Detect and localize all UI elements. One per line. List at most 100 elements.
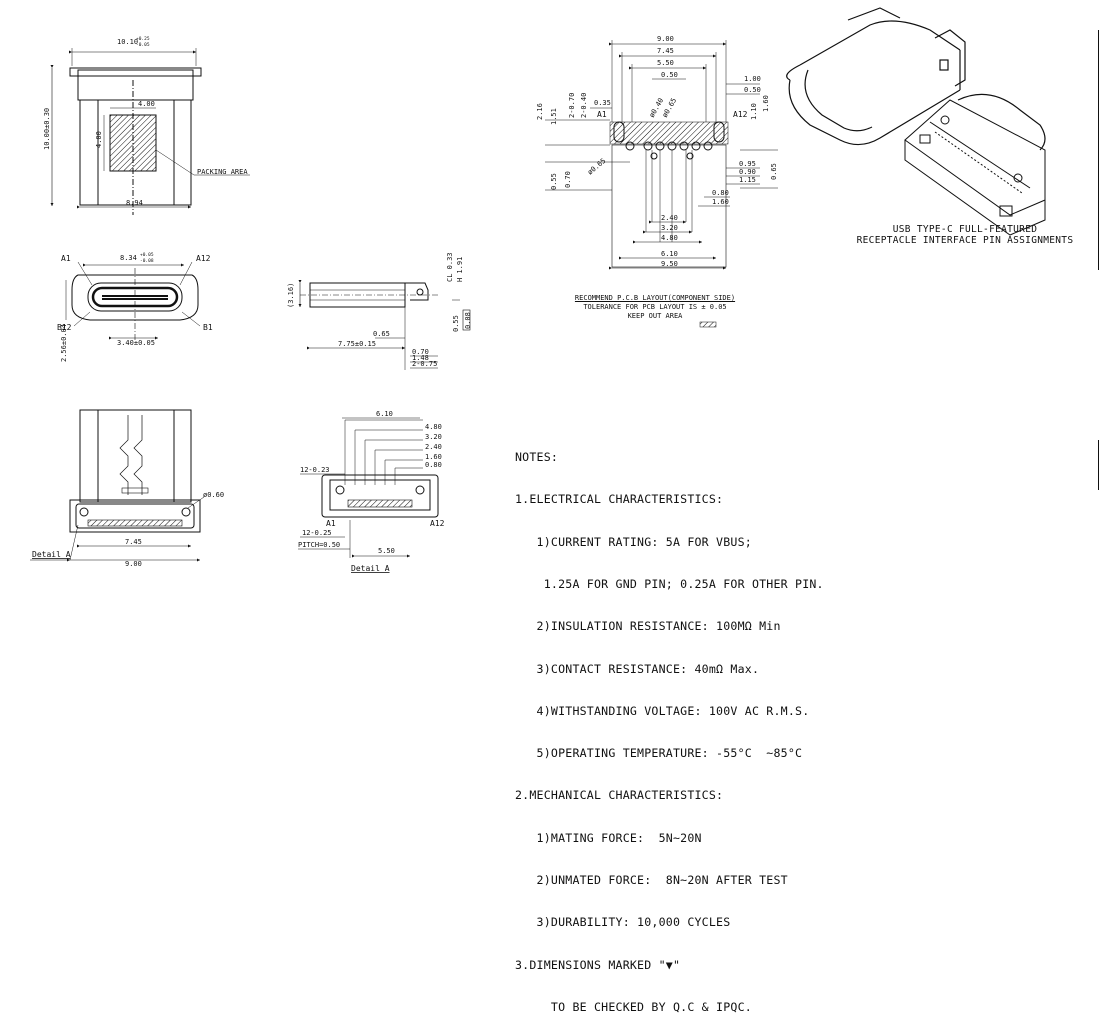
notes-line: 1)MATING FORCE: 5N~20N: [515, 830, 702, 845]
pcb-dim-900: 9.00: [657, 35, 674, 43]
iso-caption-line2: RECEPTACLE INTERFACE PIN ASSIGNMENTS: [856, 235, 1074, 246]
dim-top-width-minus: -0.05: [136, 42, 150, 48]
pin-b1-label: B1: [203, 323, 213, 332]
dim-detail-pinw2: 12-0.25: [302, 529, 332, 537]
dim-bottom-745: 7.45: [125, 538, 142, 546]
dim-detail-240: 2.40: [425, 443, 442, 451]
notes-line: 1.25A FOR GND PIN; 0.25A FOR OTHER PIN.: [515, 577, 824, 592]
pcb-caption-title: RECOMMEND P.C.B LAYOUT(COMPONENT SIDE): [574, 294, 736, 302]
drawing-canvas: 10.10 +0.25 -0.05 10.00±0.30 4.00 4.00 8…: [30, 7, 1046, 573]
notes-line: 4)WITHSTANDING VOLTAGE: 100V AC R.M.S.: [515, 703, 810, 718]
pin-b12-label: B12: [57, 323, 72, 332]
pcb-dim-035: 0.35: [594, 99, 611, 107]
notes-line: 1)CURRENT RATING: 5A FOR VBUS;: [515, 534, 752, 549]
dim-detail-320: 3.20: [425, 433, 442, 441]
pcb-caption-keepout: KEEP OUT AREA: [627, 312, 683, 320]
packing-area-label: PACKING AREA: [197, 168, 248, 176]
notes-block: NOTES: 1.ELECTRICAL CHARACTERISTICS: 1)C…: [515, 422, 824, 1028]
iso-caption: USB TYPE-C FULL-FEATURED RECEPTACLE INTE…: [830, 224, 1100, 246]
dim-top-pack-h: 4.00: [95, 131, 103, 148]
dim-side-075: 2-0.75: [412, 360, 437, 368]
pcb-dim-115: 1.15: [739, 176, 756, 184]
sheet-edge-mark: [1098, 30, 1099, 270]
dim-detail-pitch: PITCH=0.50: [298, 541, 340, 549]
pcb-pin-a1: A1: [597, 110, 607, 119]
dim-detail-480: 4.80: [425, 423, 442, 431]
bottom-view: [30, 409, 205, 562]
pcb-dim-160: 1.60: [712, 198, 729, 206]
pcb-caption-tolerance: TOLERANCE FOR PCB LAYOUT IS ± 0.05: [583, 303, 727, 311]
dim-side-148: 1.48: [412, 354, 429, 362]
pcb-layout-view: [545, 40, 778, 270]
detail-a-callout: Detail A: [32, 550, 71, 559]
dim-front-width-plus: +0.05: [140, 252, 154, 258]
notes-heading: NOTES:: [515, 450, 559, 465]
notes-line: 2)UNMATED FORCE: 8N~20N AFTER TEST: [515, 873, 788, 887]
dim-side-cl: CL 0.33: [446, 252, 454, 282]
dim-top-bottom: 8.94: [126, 199, 143, 207]
dim-detail-610: 6.10: [376, 410, 393, 418]
dim-top-height: 10.00±0.30: [43, 108, 51, 150]
pcb-pin-a12: A12: [733, 110, 748, 119]
pin-a1-label: A1: [61, 254, 71, 263]
dim-side-055: 0.55: [452, 315, 460, 332]
top-view: [50, 48, 250, 215]
detail-a-labels: 6.10 4.80 3.20 2.40 1.60 0.80 12-0.23 12…: [298, 410, 445, 573]
pin-a12-label: A12: [196, 254, 211, 263]
pcb-dim-065r: 0.65: [770, 163, 778, 180]
dim-side-065: 0.65: [373, 330, 390, 338]
pcb-dim-050r: 0.50: [744, 86, 761, 94]
dim-detail-550: 5.50: [378, 547, 395, 555]
pcb-layout-labels: 9.00 7.45 5.50 0.50 2.16 1.51 2-0.70 2-0…: [536, 35, 778, 268]
notes-line: 3.DIMENSIONS MARKED "▼": [515, 957, 681, 972]
notes-line: 5)OPERATING TEMPERATURE: -55°C ~85°C: [515, 746, 803, 761]
pcb-dim-055: 0.55: [550, 173, 558, 190]
dim-detail-pinw: 12-0.23: [300, 466, 330, 474]
pcb-dim-160r: 1.60: [762, 95, 770, 112]
dim-side-height: (3.16): [287, 283, 295, 308]
notes-line: 1.ELECTRICAL CHARACTERISTICS:: [515, 492, 724, 507]
iso-pcb-view: [904, 93, 1046, 236]
pcb-dim-745: 7.45: [657, 47, 674, 55]
notes-line: TO BE CHECKED BY Q.C & IPQC.: [515, 999, 752, 1014]
notes-line: 3)DURABILITY: 10,000 CYCLES: [515, 915, 731, 930]
pcb-dim-095: 0.95: [739, 160, 756, 168]
pcb-dim-090: 0.90: [739, 168, 756, 176]
front-view: [65, 261, 201, 340]
dim-top-width-plus: +0.25: [136, 36, 150, 42]
dim-side-h: H 1.91: [456, 257, 464, 282]
pcb-dim-550: 5.50: [657, 59, 674, 67]
pcb-dim-080: 0.80: [712, 189, 729, 197]
dim-top-pack-w: 4.00: [138, 100, 155, 108]
pcb-dim-480: 4.80: [661, 234, 678, 242]
pcb-dim-950: 9.50: [661, 260, 678, 268]
pcb-dim-2-070: 2-0.70: [568, 93, 576, 118]
pcb-dim-2-040: 2-0.40: [580, 93, 588, 118]
pcb-dim-070: 0.70: [564, 171, 572, 188]
bottom-view-labels: ø0.60 7.45 9.00 Detail A: [32, 491, 224, 568]
side-view: [298, 280, 471, 370]
pcb-dim-320: 3.20: [661, 224, 678, 232]
dim-top-width: 10.10: [117, 38, 138, 46]
pcb-caption: RECOMMEND P.C.B LAYOUT(COMPONENT SIDE) T…: [560, 294, 750, 321]
side-view-labels: (3.16) CL 0.33 H 1.91 0.65 7.75±0.15 0.5…: [287, 252, 472, 368]
top-view-labels: 10.10 +0.25 -0.05 10.00±0.30 4.00 4.00 8…: [43, 36, 248, 207]
sheet-edge-mark: [1098, 440, 1099, 490]
pcb-dim-610: 6.10: [661, 250, 678, 258]
detail-a-caption: Detail A: [351, 564, 390, 573]
drawing-sheet: 10.10 +0.25 -0.05 10.00±0.30 4.00 4.00 8…: [30, 7, 1100, 1014]
dim-side-008: 0.08: [464, 312, 472, 329]
notes-line: 2.MECHANICAL CHARACTERISTICS:: [515, 788, 724, 803]
dim-side-070: 0.70: [412, 348, 429, 356]
notes-line: 3)CONTACT RESISTANCE: 40mΩ Max.: [515, 661, 760, 676]
detail-pin-a1: A1: [326, 519, 336, 528]
detail-pin-a12: A12: [430, 519, 445, 528]
dim-front-width: 8.34: [120, 254, 137, 262]
dim-front-inner: 3.40±0.05: [117, 339, 155, 347]
dim-front-height: 2.56±0.04: [60, 324, 68, 362]
pcb-dim-216: 2.16: [536, 103, 544, 120]
detail-a-view: [298, 417, 439, 558]
dim-detail-080: 0.80: [425, 461, 442, 469]
dim-side-length: 7.75±0.15: [338, 340, 376, 348]
iso-plug-view: [786, 7, 966, 146]
